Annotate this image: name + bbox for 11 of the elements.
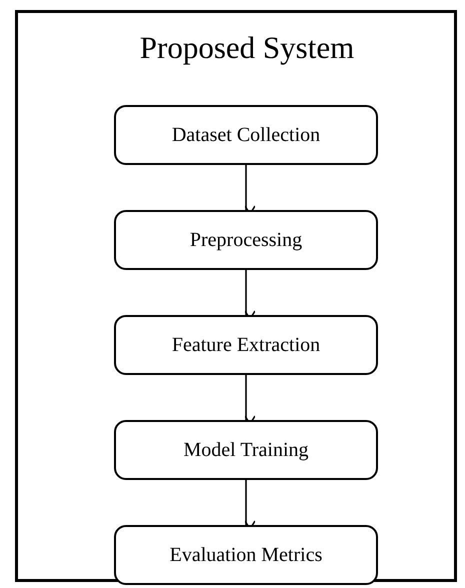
- box-label: Feature Extraction: [172, 333, 320, 357]
- process-box: [114, 210, 378, 270]
- process-box: [114, 525, 378, 585]
- box-label: Model Training: [183, 438, 309, 462]
- box-label: Preprocessing: [190, 228, 302, 252]
- process-box: [114, 105, 378, 165]
- process-box: [114, 315, 378, 375]
- box-label: Dataset Collection: [172, 123, 320, 147]
- diagram-title: Proposed System: [138, 30, 356, 66]
- process-box: [114, 420, 378, 480]
- box-label: Evaluation Metrics: [170, 543, 322, 567]
